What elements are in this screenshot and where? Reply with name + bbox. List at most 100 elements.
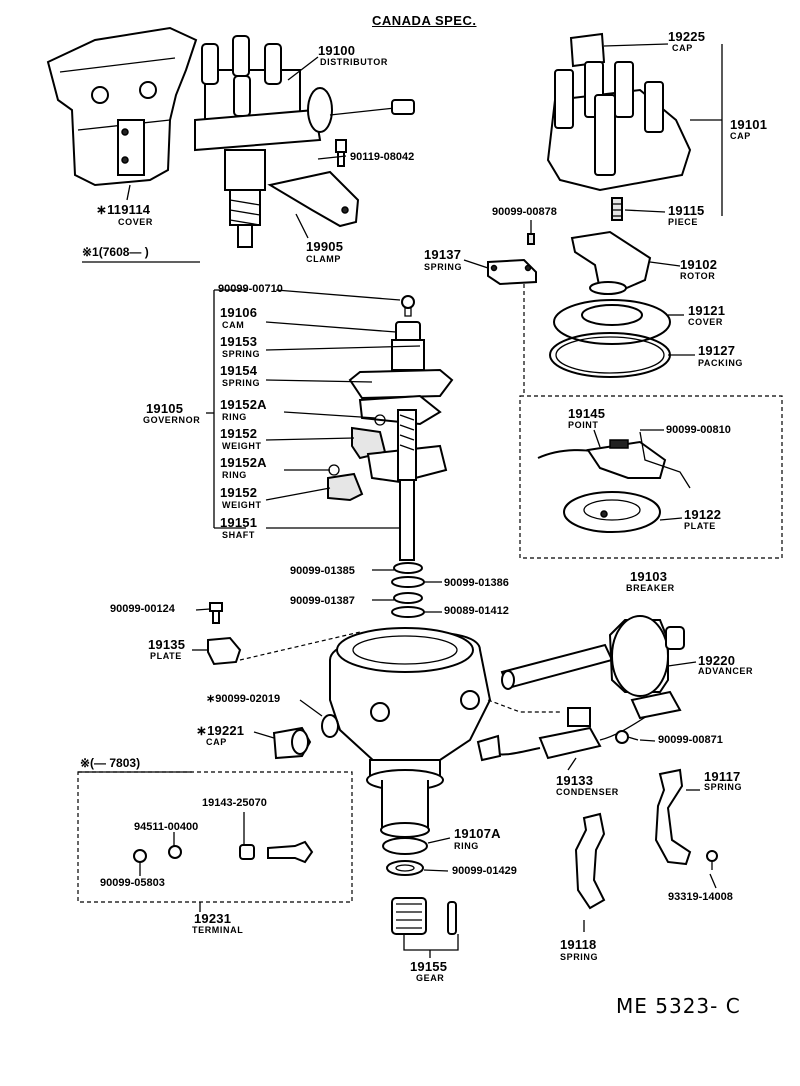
part-19133-number: 19133	[556, 773, 594, 788]
part-19151-number: 19151	[220, 515, 258, 530]
part-19152-1-name: WEIGHT	[222, 441, 262, 451]
part-19101-name: CAP	[730, 131, 751, 141]
part-19152A-1-name: RING	[222, 412, 247, 422]
part-19102-number: 19102	[680, 257, 718, 272]
part-19117-number: 19117	[704, 769, 741, 784]
piece-19115-drawing	[611, 197, 623, 221]
part-19103-name: BREAKER	[626, 583, 675, 593]
part-19152A-2-name: RING	[222, 470, 247, 480]
part-19153-number: 19153	[220, 334, 258, 349]
part-19905-name: CLAMP	[306, 254, 341, 264]
housing-drawing	[329, 627, 492, 838]
part-94511-00400: 94511-00400	[134, 821, 199, 833]
part-19151-name: SHAFT	[222, 530, 255, 540]
part-19118-name: SPRING	[560, 952, 599, 962]
part-19152-2-number: 19152	[220, 485, 258, 500]
part-93319-14008: 93319-14008	[668, 891, 733, 903]
diagram-reference-code: ME 5323- C	[616, 994, 741, 1018]
part-19103-number: 19103	[630, 569, 668, 584]
part-19105-number: 19105	[146, 401, 184, 416]
part-19225-number: 19225	[668, 29, 706, 44]
part-90089-01412: 90089-01412	[444, 605, 509, 617]
part-19114-name: COVER	[118, 217, 154, 227]
part-19231-name: TERMINAL	[192, 925, 244, 935]
part-19137-name: SPRING	[424, 262, 463, 272]
part-19155-number: 19155	[410, 959, 448, 974]
part-19135-name: PLATE	[150, 651, 182, 661]
bolt-90119-08042-drawing	[335, 139, 347, 167]
part-19137-number: 19137	[424, 247, 462, 262]
part-90099-01386: 90099-01386	[444, 577, 509, 589]
terminal-parts-drawing	[133, 840, 314, 864]
part-19145-number: 19145	[568, 406, 606, 421]
screw-90099-00871-drawing	[615, 730, 639, 744]
cap-19225-drawing	[569, 32, 606, 68]
part-19220-number: 19220	[698, 653, 736, 668]
part-19107A-number: 19107A	[454, 826, 501, 841]
ring-90099-02019-drawing	[321, 714, 339, 738]
shaft-rings-drawing	[391, 562, 425, 618]
plate-19122-drawing	[563, 491, 661, 533]
part-19143-25070: 19143-25070	[202, 797, 267, 809]
part-19155-name: GEAR	[416, 973, 445, 983]
part-90099-00710: 90099-00710	[218, 283, 283, 295]
part-19154-name: SPRING	[222, 378, 261, 388]
part-90099-00810: 90099-00810	[666, 424, 731, 436]
part-90099-01429: 90099-01429	[452, 865, 517, 877]
part-19107A-name: RING	[454, 841, 479, 851]
part-90099-01385: 90099-01385	[290, 565, 355, 577]
cover-19114-drawing	[46, 26, 198, 187]
part-19221-number: ∗19221	[196, 723, 245, 738]
part-19121-name: COVER	[688, 317, 724, 327]
part-19118-number: 19118	[560, 937, 597, 952]
part-19231-number: 19231	[194, 911, 232, 926]
part-19105-name: GOVERNOR	[143, 415, 201, 425]
part-90099-05803: 90099-05803	[100, 877, 165, 889]
cap-19101-drawing	[546, 61, 692, 192]
ring-19107A-drawing	[382, 837, 428, 855]
part-19225-name: CAP	[672, 43, 693, 53]
part-19122-number: 19122	[684, 507, 722, 522]
plate-19135-drawing	[207, 636, 242, 666]
part-90099-01387: 90099-01387	[290, 595, 355, 607]
advancer-19220-drawing	[500, 615, 685, 697]
part-90119-08042: 90119-08042	[350, 151, 415, 163]
part-19152-1-number: 19152	[220, 426, 258, 441]
part-19127-name: PACKING	[698, 358, 744, 368]
part-19135-number: 19135	[148, 637, 186, 652]
page-title: CANADA SPEC.	[372, 13, 477, 28]
part-19100-number: 19100	[318, 43, 356, 58]
part-19133-name: CONDENSER	[556, 787, 619, 797]
part-19100-name: DISTRIBUTOR	[320, 57, 388, 67]
spring-19117-drawing	[654, 768, 692, 866]
part-19152A-2-number: 19152A	[220, 455, 267, 470]
part-19101-number: 19101	[730, 117, 768, 132]
part-19117-name: SPRING	[704, 782, 743, 792]
rotor-19102-drawing	[570, 230, 652, 295]
part-19115-name: PIECE	[668, 217, 699, 227]
part-19114-number: ∗119114	[96, 202, 151, 217]
part-90099-02019: ∗90099-02019	[206, 693, 281, 705]
governor-parts-drawing	[327, 295, 454, 561]
part-19145-name: POINT	[568, 420, 599, 430]
note-range-2: ※(— 7803)	[80, 756, 141, 770]
part-19122-name: PLATE	[684, 521, 716, 531]
part-19106-number: 19106	[220, 305, 258, 320]
part-19153-name: SPRING	[222, 349, 261, 359]
condenser-19133-drawing	[476, 690, 682, 762]
note-range-1: ※1(7608— )	[82, 245, 149, 259]
part-19154-number: 19154	[220, 363, 258, 378]
part-19106-name: CAM	[222, 320, 245, 330]
part-19127-number: 19127	[698, 343, 736, 358]
clamp-19905-drawing	[267, 170, 360, 228]
spring-19137-drawing	[487, 258, 537, 286]
part-90099-00124: 90099-00124	[110, 603, 175, 615]
part-19905-number: 19905	[306, 239, 344, 254]
spring-19118-drawing	[574, 812, 606, 910]
part-19221-name: CAP	[206, 737, 227, 747]
part-19152-2-name: WEIGHT	[222, 500, 262, 510]
part-19152A-1-number: 19152A	[220, 397, 267, 412]
point-19145-drawing	[537, 431, 691, 489]
